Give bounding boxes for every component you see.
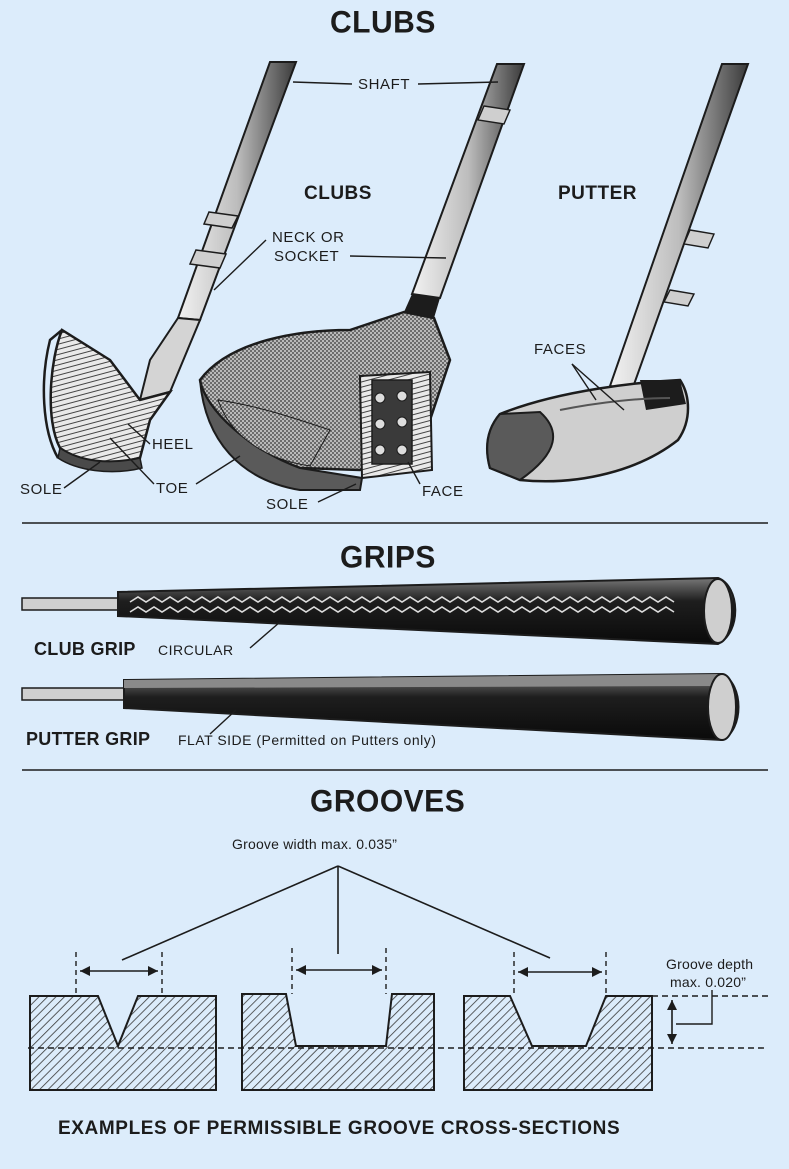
label-sole-center: SOLE (266, 496, 309, 513)
groove-width-note: Groove width max. 0.035” (232, 836, 398, 852)
label-shaft: SHAFT (358, 76, 411, 93)
wood-club (198, 63, 526, 491)
club-grip-drawing (21, 576, 737, 649)
label-neck-line1: NECK OR (272, 229, 345, 246)
groove-depth-note-line2: max. 0.020” (670, 974, 747, 990)
putter-grip-desc: FLAT SIDE (Permitted on Putters only) (178, 732, 437, 748)
label-neck-line2: SOCKET (274, 248, 340, 265)
iron-club (42, 61, 298, 473)
grooves-title: GROOVES (310, 784, 466, 819)
label-face: FACE (422, 483, 464, 500)
putter-grip-drawing (21, 672, 740, 742)
putter-club (486, 63, 750, 483)
club-leader-lines (63, 81, 625, 503)
groove-profile-trapezoid (463, 952, 653, 1091)
label-heel: HEEL (152, 436, 194, 453)
groove-width-leaders (121, 865, 551, 961)
clubs-title: CLUBS (330, 5, 436, 40)
label-sole-left: SOLE (20, 481, 63, 498)
clubs-subtitle: CLUBS (304, 183, 372, 204)
grips-title: GRIPS (340, 540, 436, 575)
grooves-caption: EXAMPLES OF PERMISSIBLE GROOVE CROSS-SEC… (58, 1118, 621, 1139)
putter-subtitle: PUTTER (558, 183, 637, 204)
groove-reference-lines (28, 995, 768, 1049)
club-grip-desc: CIRCULAR (158, 642, 234, 658)
club-grip-name: CLUB GRIP (34, 639, 136, 659)
groove-profile-square (241, 948, 435, 1091)
putter-grip-name: PUTTER GRIP (26, 729, 151, 749)
groove-depth-note-line1: Groove depth (666, 956, 754, 972)
label-toe: TOE (156, 480, 189, 497)
groove-depth-dimension (667, 990, 713, 1044)
groove-profile-v (29, 952, 217, 1091)
label-faces: FACES (534, 341, 587, 358)
